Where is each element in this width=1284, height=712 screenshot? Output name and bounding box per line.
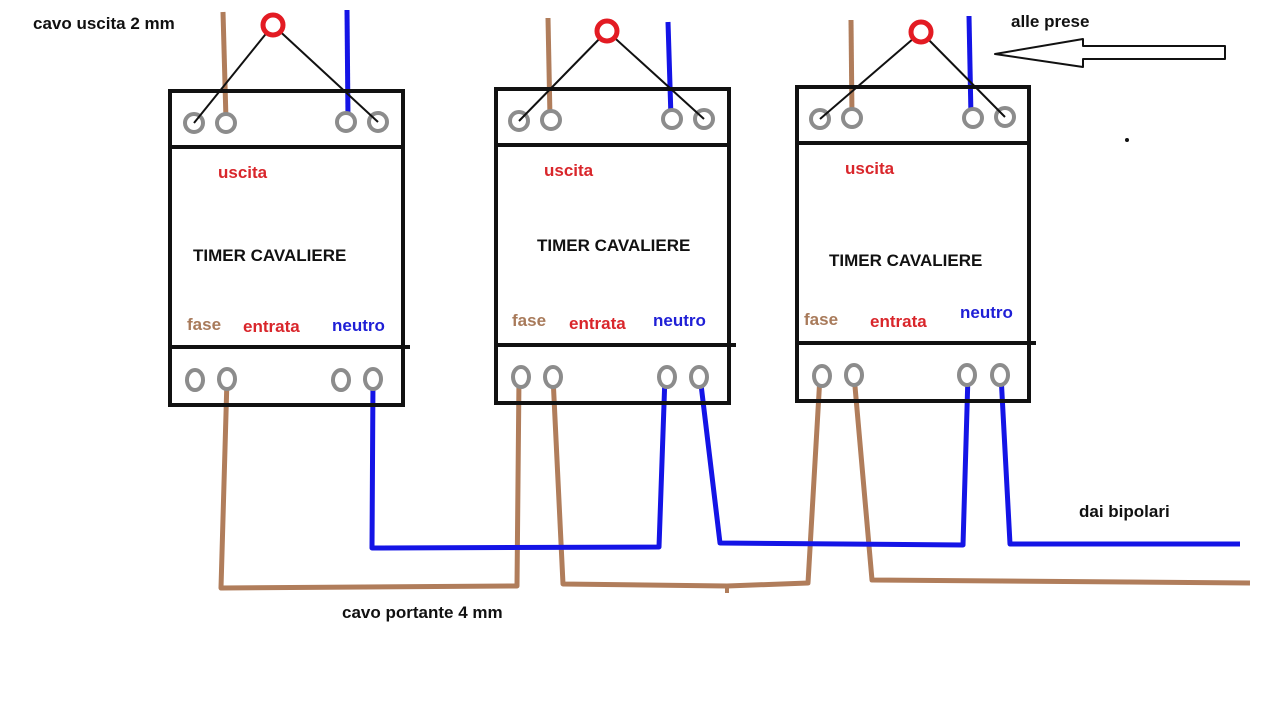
timer-body — [168, 89, 405, 407]
output-phase-wire — [220, 11, 229, 121]
label-neutral: neutro — [653, 311, 706, 330]
label-phase: fase — [512, 311, 546, 330]
label-main-cable: cavo portante 4 mm — [342, 603, 503, 622]
load-1 — [193, 12, 379, 124]
load-2 — [518, 18, 705, 122]
label-phase: fase — [187, 315, 221, 334]
terminal — [363, 367, 383, 391]
neutral-wire-bus — [369, 375, 668, 551]
timer-1: uscita TIMER CAVALIERE fase entrata neut… — [168, 89, 410, 407]
phase-wire-bus — [218, 376, 522, 591]
output-neutral-wire — [665, 21, 674, 119]
terminal — [215, 112, 237, 134]
arrow-left-icon — [994, 38, 1226, 68]
load-wire — [272, 24, 379, 123]
terminal — [661, 108, 683, 130]
label-from-bipolar: dai bipolari — [1079, 502, 1170, 521]
load-wire — [920, 31, 1006, 118]
terminal — [689, 365, 709, 389]
terminal — [217, 367, 237, 391]
terminal — [957, 363, 977, 387]
output-neutral-wire — [344, 9, 351, 120]
terminal — [844, 363, 864, 387]
phase-wire-feed — [851, 374, 1251, 586]
terminal — [185, 368, 205, 392]
label-to-outlets: alle prese — [1011, 12, 1089, 31]
terminal — [543, 365, 563, 389]
bulb-icon — [594, 18, 620, 44]
timer-body — [494, 87, 731, 405]
label-neutral: neutro — [332, 316, 385, 335]
terminal — [841, 107, 863, 129]
label-neutral: neutro — [960, 303, 1013, 322]
timer-body — [795, 85, 1031, 403]
neutral-wire-bus — [697, 374, 971, 548]
load-3 — [819, 19, 1006, 120]
timer-title: TIMER CAVALIERE — [829, 251, 982, 270]
bulb-icon — [260, 12, 286, 38]
terminal — [657, 365, 677, 389]
terminal — [331, 368, 351, 392]
label-phase: fase — [804, 310, 838, 329]
terminal — [335, 111, 357, 133]
label-output: uscita — [845, 159, 895, 178]
label-output: uscita — [218, 163, 268, 182]
label-input: entrata — [569, 314, 626, 333]
output-phase-wire — [848, 19, 855, 118]
timer-2: uscita TIMER CAVALIERE fase entrata neut… — [494, 87, 736, 405]
dot — [1125, 138, 1129, 142]
terminal — [511, 365, 531, 389]
terminal — [540, 109, 562, 131]
terminal — [962, 107, 984, 129]
output-neutral-wire — [966, 15, 974, 118]
timer-title: TIMER CAVALIERE — [537, 236, 690, 255]
bulb-icon — [908, 19, 934, 45]
load-wire — [193, 24, 274, 124]
terminal — [812, 364, 832, 388]
load-wire — [606, 30, 705, 120]
neutral-wire-feed — [998, 374, 1240, 547]
label-output: uscita — [544, 161, 594, 180]
phase-wire-bus — [550, 375, 823, 589]
timer-3: uscita TIMER CAVALIERE fase entrata neut… — [795, 85, 1036, 403]
load-wire — [819, 31, 922, 120]
timer-title: TIMER CAVALIERE — [193, 246, 346, 265]
output-phase-wire — [545, 17, 553, 119]
label-input: entrata — [243, 317, 300, 336]
label-output-cable: cavo uscita 2 mm — [33, 14, 175, 33]
load-wire — [518, 30, 608, 122]
terminal — [990, 363, 1010, 387]
label-input: entrata — [870, 312, 927, 331]
